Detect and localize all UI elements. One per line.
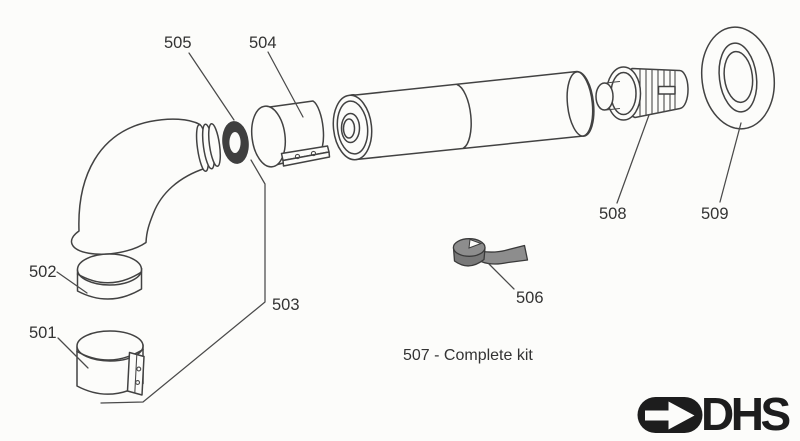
part-label-506: 506 [516, 289, 544, 307]
ring-502-top [76, 253, 143, 286]
part-label-504: 504 [249, 34, 277, 52]
part-label-502: 502 [29, 263, 57, 281]
leader-508 [616, 114, 650, 204]
kit-caption: 507 - Complete kit [403, 347, 533, 364]
flue-terminal [595, 66, 689, 121]
pipe-seam [456, 83, 472, 149]
leader-503 [100, 159, 266, 404]
ring-501-seam [76, 348, 144, 361]
ring-middle [718, 42, 758, 113]
ring-502-seam [76, 271, 143, 284]
strap-tail [477, 244, 529, 265]
collar-bracket [280, 145, 331, 167]
wall-trim-ring [700, 26, 776, 130]
part-label-501: 501 [29, 324, 57, 342]
gasket-seal [222, 121, 249, 164]
part-label-509: 509 [701, 205, 729, 223]
elbow-end-ribs [195, 122, 222, 173]
elbow-pipe [70, 118, 222, 255]
part-label-508: 508 [599, 205, 627, 223]
pipe-end-rings [332, 94, 373, 161]
leader-506 [488, 263, 515, 290]
leader-509 [719, 122, 742, 203]
leader-504 [267, 51, 304, 118]
dhs-logo: DHS [637, 388, 793, 440]
terminal-tube [595, 80, 621, 111]
flue-pipe [332, 70, 595, 161]
terminal-latch [657, 85, 676, 95]
ring-501-top [76, 330, 144, 362]
logo-text: DHS [701, 388, 789, 440]
pipe-collar [250, 100, 331, 168]
pipe-right-end [566, 71, 595, 137]
strap-roll-notch [468, 238, 483, 249]
ring-inner [723, 50, 754, 104]
gasket-hole [229, 132, 241, 153]
elbow-body [70, 118, 207, 255]
bracket-clamp-ring [76, 330, 145, 396]
ring-outer [700, 26, 776, 130]
leader-501 [57, 337, 89, 369]
sealing-strap [452, 238, 529, 267]
part-label-505: 505 [164, 34, 192, 52]
leader-502 [56, 271, 88, 294]
part-label-503: 503 [272, 296, 300, 314]
collar-open-face [250, 105, 287, 168]
plain-clamp-ring [76, 253, 143, 300]
logo-arrow-icon [645, 401, 695, 430]
leader-505 [188, 52, 235, 121]
ring-501-bracket [126, 351, 145, 396]
